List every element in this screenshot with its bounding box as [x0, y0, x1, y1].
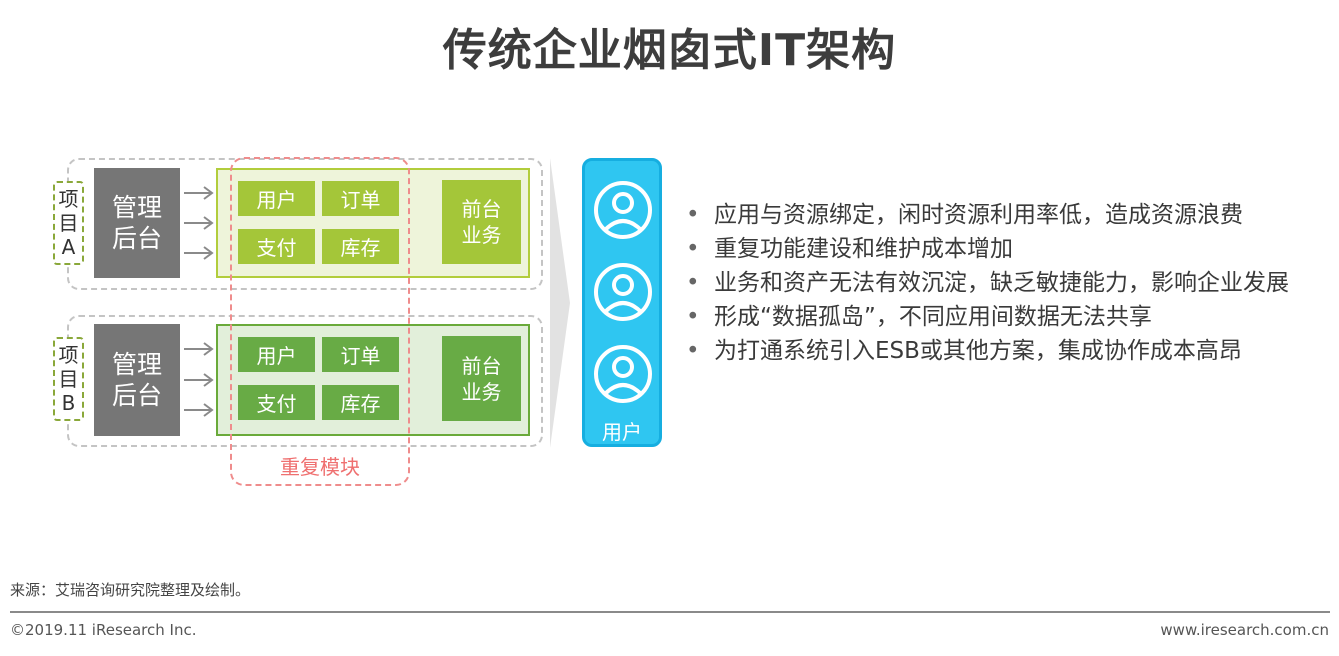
- user-panel: 用户: [582, 158, 662, 447]
- arrow-right-icon: [184, 342, 214, 356]
- copyright: ©2019.11 iResearch Inc.: [10, 621, 197, 639]
- project-a-mgmt-backend: 管理 后台: [94, 168, 180, 278]
- front-text: 前台: [461, 353, 502, 378]
- user-avatar-icon: [594, 345, 652, 403]
- arrow-right-icon: [184, 186, 214, 200]
- front-text: 业务: [461, 223, 502, 247]
- source-note: 来源：艾瑞咨询研究院整理及绘制。: [10, 581, 251, 599]
- module-user: 用户: [238, 181, 315, 216]
- repeat-modules-outline: [230, 157, 410, 486]
- project-a-label-char: A: [61, 235, 76, 259]
- arrow-right-icon: [184, 403, 214, 417]
- module-user: 用户: [238, 337, 315, 372]
- repeat-modules-label: 重复模块: [280, 455, 360, 479]
- bullet-item: 重复功能建设和维护成本增加: [682, 232, 1332, 266]
- arrow-right-icon: [184, 216, 214, 230]
- project-b-frontend: 前台 业务: [442, 336, 521, 421]
- user-panel-label: 用户: [602, 420, 642, 444]
- module-inventory: 库存: [322, 385, 399, 420]
- footer-divider: [10, 611, 1330, 613]
- project-b-mgmt-backend: 管理 后台: [94, 324, 180, 436]
- bullet-list: 应用与资源绑定，闲时资源利用率低，造成资源浪费 重复功能建设和维护成本增加 业务…: [682, 198, 1332, 368]
- mgmt-text: 管理: [111, 193, 162, 222]
- module-payment: 支付: [238, 229, 315, 264]
- bullet-item: 业务和资产无法有效沉淀，缺乏敏捷能力，影响企业发展: [682, 266, 1332, 300]
- project-b-label-char: 项: [58, 343, 79, 367]
- module-order: 订单: [322, 337, 399, 372]
- chevron-right-icon: [550, 158, 570, 448]
- project-a-frontend: 前台 业务: [442, 180, 521, 264]
- page-title: 传统企业烟囱式IT架构: [442, 25, 897, 76]
- mgmt-text: 后台: [111, 381, 162, 410]
- arrow-right-icon: [184, 246, 214, 260]
- module-inventory: 库存: [322, 229, 399, 264]
- project-a-label-char: 项: [58, 187, 79, 211]
- project-b-label: 项 目 B: [53, 337, 84, 421]
- bullet-item: 为打通系统引入ESB或其他方案，集成协作成本高昂: [682, 334, 1332, 368]
- user-avatar-icon: [594, 181, 652, 239]
- bullet-item: 形成“数据孤岛”，不同应用间数据无法共享: [682, 300, 1332, 334]
- bullet-item: 应用与资源绑定，闲时资源利用率低，造成资源浪费: [682, 198, 1332, 232]
- arrow-right-icon: [184, 373, 214, 387]
- front-text: 业务: [461, 379, 502, 404]
- project-b-label-char: 目: [58, 367, 79, 391]
- module-payment: 支付: [238, 385, 315, 420]
- front-text: 前台: [461, 197, 502, 221]
- mgmt-text: 后台: [111, 224, 162, 253]
- website-link[interactable]: www.iresearch.com.cn: [1160, 621, 1329, 639]
- project-b-label-char: B: [61, 391, 76, 415]
- user-avatar-icon: [594, 263, 652, 321]
- mgmt-text: 管理: [111, 350, 162, 379]
- module-order: 订单: [322, 181, 399, 216]
- project-a-label: 项 目 A: [53, 181, 84, 265]
- project-a-label-char: 目: [58, 211, 79, 235]
